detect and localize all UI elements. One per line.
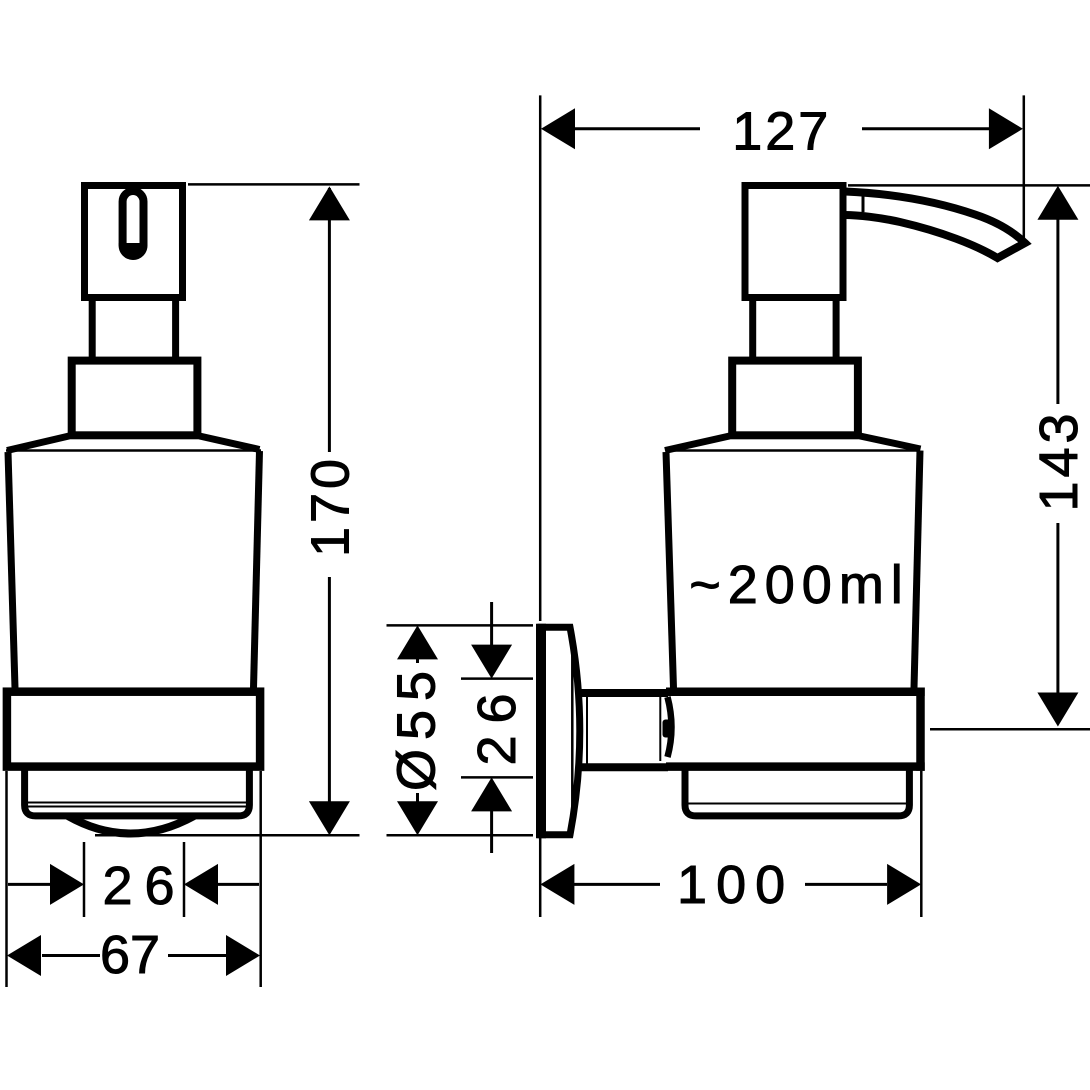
svg-text:Ø55: Ø55 <box>387 662 447 791</box>
svg-text:143: 143 <box>1029 409 1089 511</box>
svg-text:127: 127 <box>732 102 831 162</box>
svg-text:67: 67 <box>100 925 160 985</box>
svg-text:26: 26 <box>467 681 527 765</box>
svg-text:170: 170 <box>301 455 361 557</box>
svg-text:~200ml: ~200ml <box>689 555 910 615</box>
svg-text:26: 26 <box>102 856 186 916</box>
svg-text:100: 100 <box>677 855 794 915</box>
